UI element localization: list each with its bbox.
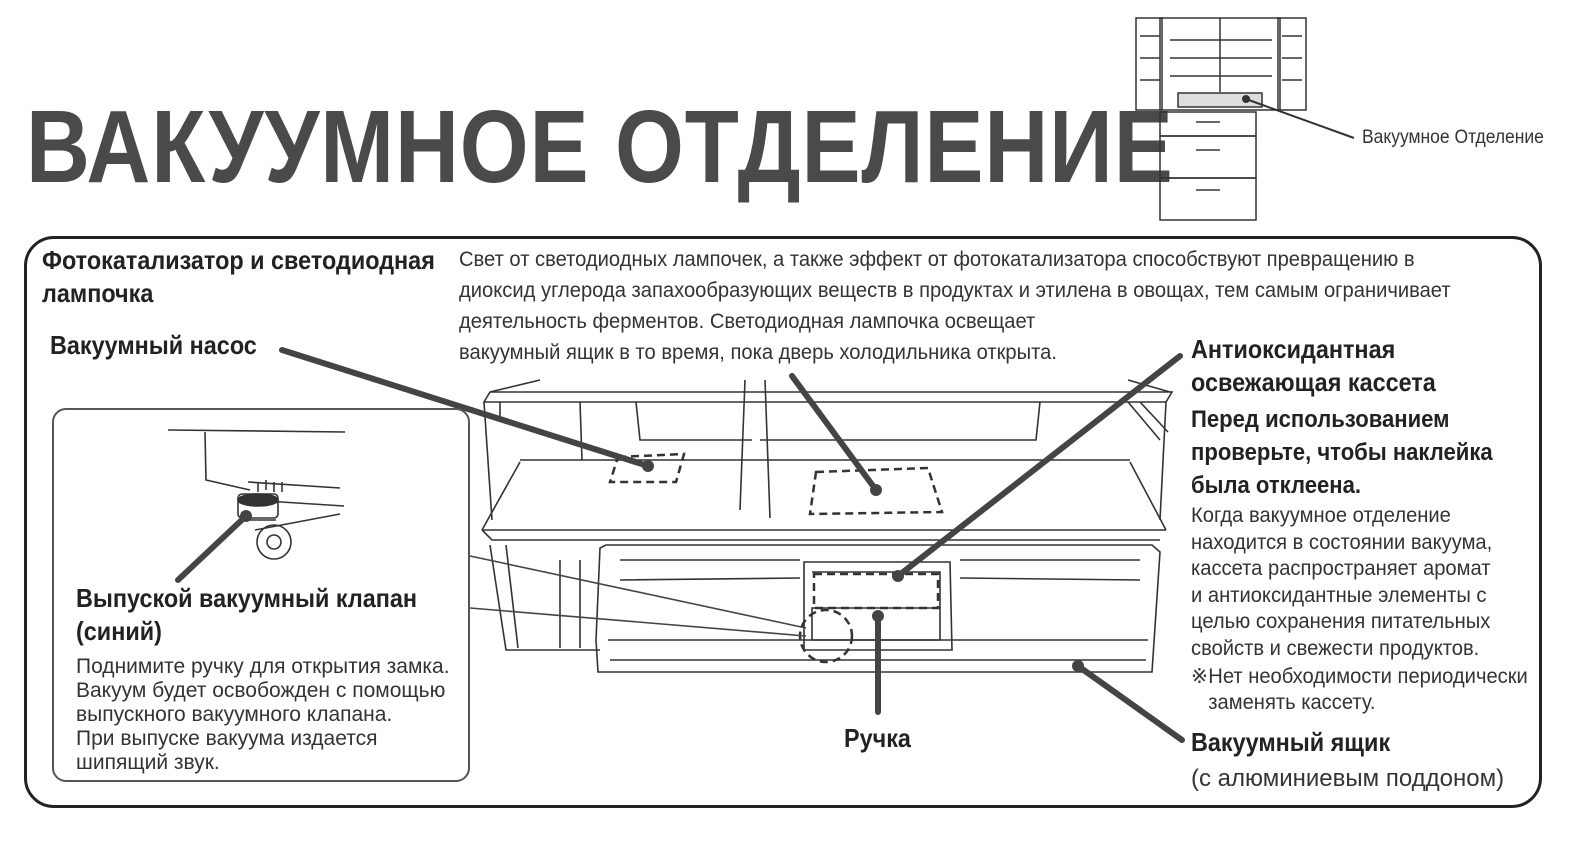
cassette-description: Когда вакуумное отделение находится в со… bbox=[1191, 504, 1493, 660]
page-title: ВАКУУМНОЕ ОТДЕЛЕНИЕ bbox=[26, 89, 1174, 204]
cassette-note: ※ Нет необходимости периодически заменят… bbox=[1191, 664, 1546, 716]
vacuum-box-title: Вакуумный ящик bbox=[1191, 727, 1391, 757]
handle-label: Ручка bbox=[844, 723, 911, 753]
photocatalyst-description: Свет от светодиодных лампочек, а также э… bbox=[459, 248, 1451, 364]
photocatalyst-title: Фотокатализатор и светодиодная лампочка bbox=[42, 245, 435, 308]
vacuum-pump-label: Вакуумный насос bbox=[50, 330, 257, 360]
note-mark: ※ bbox=[1191, 665, 1208, 688]
diagram-frame bbox=[24, 236, 1542, 808]
refrigerator-thumbnail bbox=[1135, 17, 1307, 221]
vacuum-box-subtitle: (с алюминиевым поддоном) bbox=[1191, 765, 1505, 792]
release-valve-title: Выпуской вакуумный клапан (синий) bbox=[76, 583, 418, 646]
cassette-title: Антиоксидантная освежающая кассета bbox=[1191, 334, 1436, 397]
release-valve-description: Поднимите ручку для открытия замка. Ваку… bbox=[76, 655, 450, 774]
valve-inset bbox=[52, 408, 470, 782]
thumbnail-caption: Вакуумное Отделение bbox=[1362, 127, 1544, 148]
note-text: Нет необходимости периодически заменять … bbox=[1208, 665, 1528, 714]
cassette-warning: Перед использованием проверьте, чтобы на… bbox=[1191, 406, 1493, 499]
